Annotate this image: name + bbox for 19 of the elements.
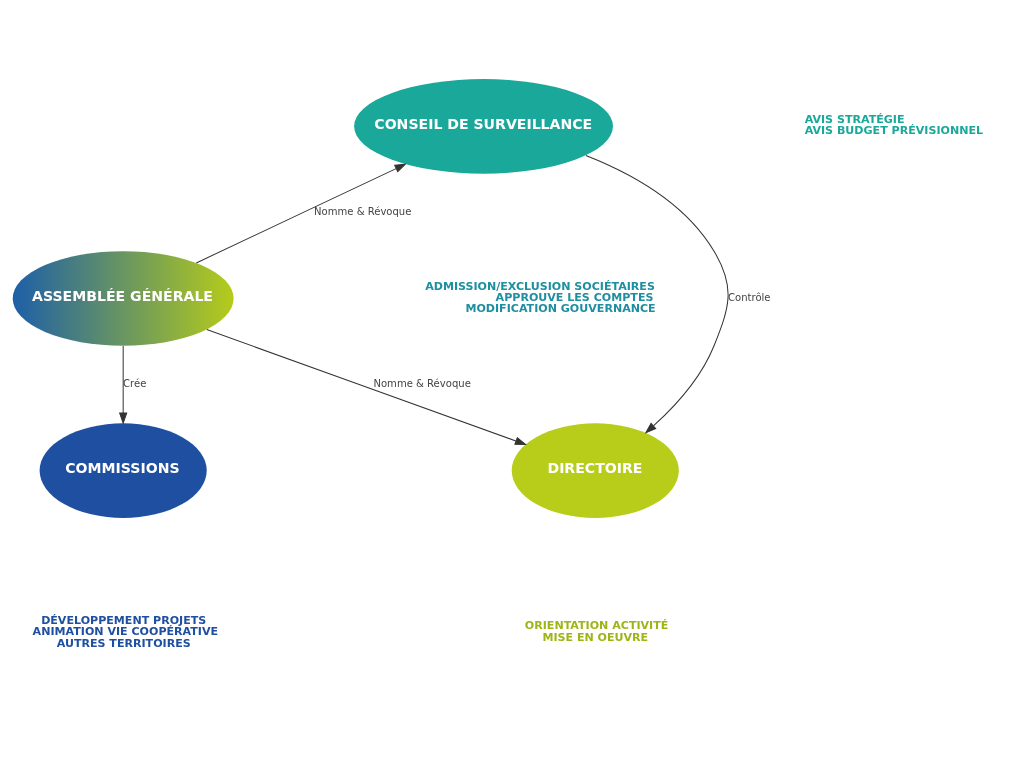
- node-ellipse: ASSEMBLÉE GÉNÉRALE: [12, 250, 234, 346]
- arrow: [206, 328, 527, 445]
- node-label: AVIS BUDGET PRÉVISIONNEL: [804, 123, 984, 137]
- arrow: [585, 154, 729, 434]
- arrow: [118, 344, 128, 425]
- node-label: DÉVELOPPEMENT PROJETS: [41, 613, 207, 627]
- edge-label: Contrôle: [728, 291, 771, 303]
- node-label: AVIS STRATÉGIE: [804, 112, 905, 126]
- node-label: ANIMATION VIE COOPÉRATIVE: [32, 624, 219, 638]
- node-label: MODIFICATION GOUVERNANCE: [465, 301, 656, 315]
- node-label: ADMISSION/EXCLUSION SOCIÉTAIRES: [425, 279, 655, 293]
- edge-label: Nomme & Révoque: [373, 377, 471, 389]
- arrow: [195, 163, 407, 263]
- edge-label: Nomme & Révoque: [314, 205, 412, 217]
- node-label: MISE EN OEUVRE: [542, 630, 649, 644]
- node-label: AUTRES TERRITOIRES: [56, 636, 191, 650]
- node-ellipse: COMMISSIONS: [39, 422, 207, 518]
- node-label: APPROUVE LES COMPTES: [495, 290, 654, 304]
- node-label: ORIENTATION ACTIVITÉ: [524, 618, 669, 632]
